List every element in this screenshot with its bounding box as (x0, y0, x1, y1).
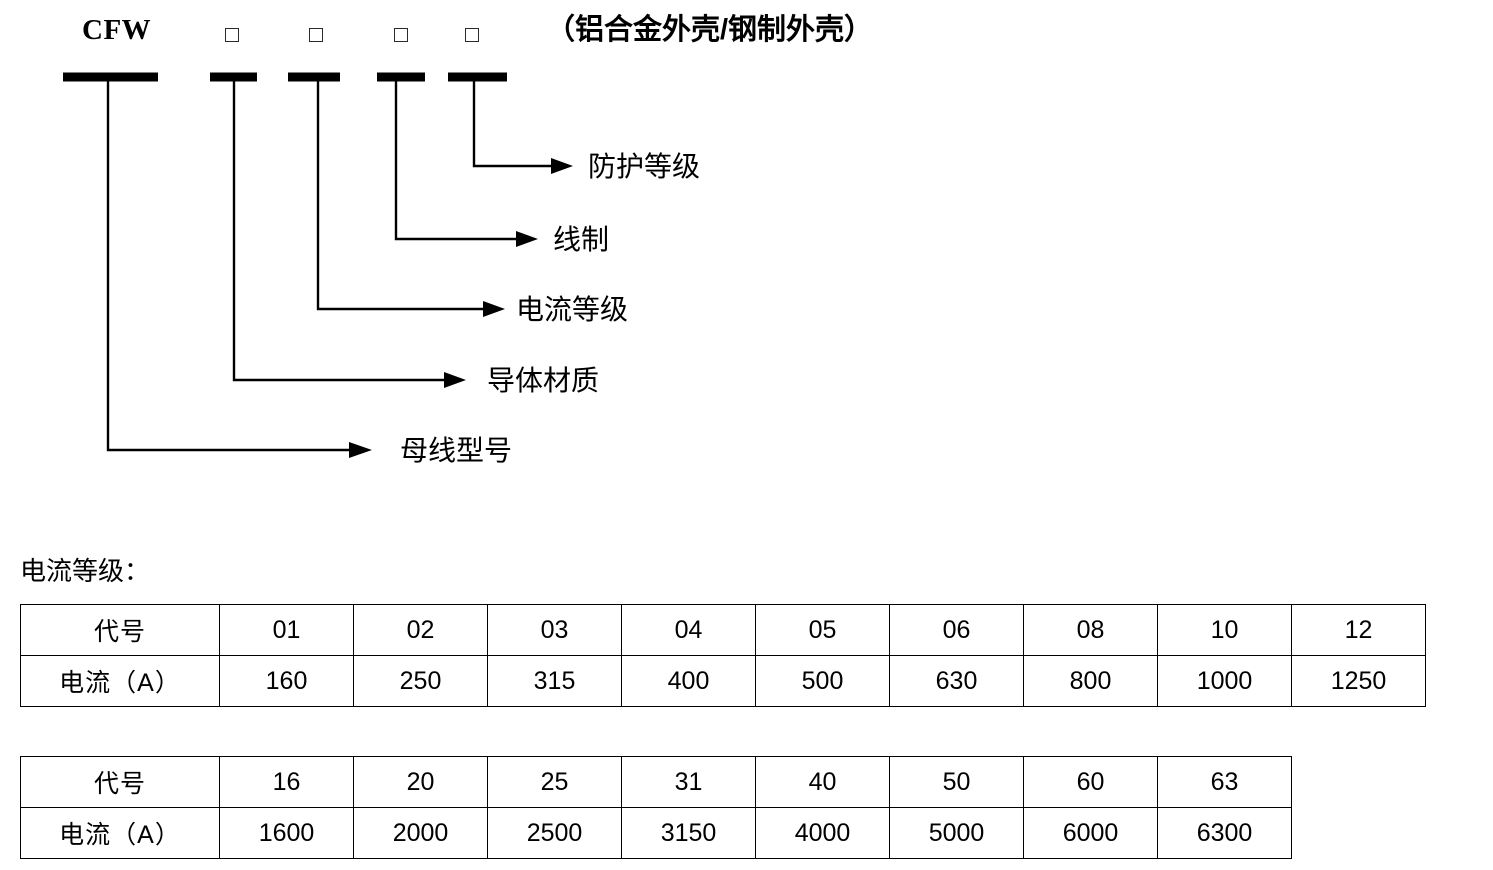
diagram-label-protection-grade: 防护等级 (588, 151, 700, 182)
arrowhead-conductor-material (444, 372, 466, 388)
cell-code: 20 (353, 756, 488, 808)
leader-line-busway-model (106, 77, 351, 452)
row-header-code: 代号 (20, 604, 220, 656)
cell-code: 03 (487, 604, 622, 656)
current-grade-table-2: 代号 16 20 25 31 40 50 60 63 电流（A） 1600 20… (20, 756, 1292, 859)
cell-current: 6300 (1157, 807, 1292, 859)
cell-current: 2000 (353, 807, 488, 859)
cell-current: 2500 (487, 807, 622, 859)
row-header-current: 电流（A） (20, 655, 220, 707)
model-code-placeholder-box-2 (309, 28, 323, 42)
cell-code: 25 (487, 756, 622, 808)
leader-line-current-grade (316, 77, 485, 311)
model-code-prefix: CFW (82, 14, 152, 46)
cell-current: 250 (353, 655, 488, 707)
table-row-current: 电流（A） 160 250 315 400 500 630 800 1000 1… (20, 655, 1426, 707)
diagram-label-conductor-material: 导体材质 (487, 365, 599, 396)
diagram-label-current-grade: 电流等级 (516, 294, 628, 325)
model-code-placeholder-box-1 (225, 28, 239, 42)
leader-line-protection-grade (472, 77, 553, 168)
cell-code: 40 (755, 756, 890, 808)
arrowhead-current-grade (483, 301, 505, 317)
model-code-breakdown-diagram: 防护等级 线制 电流等级 导体材质 母线型号 (63, 72, 700, 466)
cell-current: 5000 (889, 807, 1024, 859)
cell-code: 01 (219, 604, 354, 656)
cell-current: 6000 (1023, 807, 1158, 859)
row-header-current: 电流（A） (20, 807, 220, 859)
model-code-placeholder-box-4 (465, 28, 479, 42)
arrowhead-busway-model (349, 442, 372, 458)
cell-current: 630 (889, 655, 1024, 707)
diagram-label-busway-model: 母线型号 (400, 435, 512, 466)
cell-code: 10 (1157, 604, 1292, 656)
cell-code: 50 (889, 756, 1024, 808)
arrowhead-wiring-system (516, 231, 538, 247)
cell-code: 12 (1291, 604, 1426, 656)
cell-code: 16 (219, 756, 354, 808)
model-code-row: CFW （铝合金外壳/钢制外壳） (0, 0, 1493, 62)
cell-code: 02 (353, 604, 488, 656)
cell-code: 08 (1023, 604, 1158, 656)
cell-current: 1600 (219, 807, 354, 859)
leader-line-wiring-system (394, 77, 518, 241)
cell-current: 800 (1023, 655, 1158, 707)
row-header-code: 代号 (20, 756, 220, 808)
cell-current: 3150 (621, 807, 756, 859)
cell-current: 1000 (1157, 655, 1292, 707)
cell-code: 04 (621, 604, 756, 656)
arrowhead-protection-grade (551, 158, 573, 174)
cell-current: 315 (487, 655, 622, 707)
cell-current: 4000 (755, 807, 890, 859)
cell-code: 63 (1157, 756, 1292, 808)
cell-current: 160 (219, 655, 354, 707)
model-code-placeholder-box-3 (394, 28, 408, 42)
cell-code: 31 (621, 756, 756, 808)
cell-code: 06 (889, 604, 1024, 656)
leader-line-conductor-material (232, 77, 446, 382)
cell-current: 500 (755, 655, 890, 707)
table-row-code: 代号 01 02 03 04 05 06 08 10 12 (20, 604, 1426, 656)
cell-code: 60 (1023, 756, 1158, 808)
model-code-suffix: （铝合金外壳/钢制外壳） (546, 14, 874, 46)
cell-current: 1250 (1291, 655, 1426, 707)
current-grade-table-1: 代号 01 02 03 04 05 06 08 10 12 电流（A） 160 … (20, 604, 1426, 707)
table-row-code: 代号 16 20 25 31 40 50 60 63 (20, 756, 1292, 808)
cell-code: 05 (755, 604, 890, 656)
cell-current: 400 (621, 655, 756, 707)
current-grade-caption: 电流等级： (20, 556, 151, 586)
table-row-current: 电流（A） 1600 2000 2500 3150 4000 5000 6000… (20, 807, 1292, 859)
diagram-label-wiring-system: 线制 (553, 224, 609, 255)
